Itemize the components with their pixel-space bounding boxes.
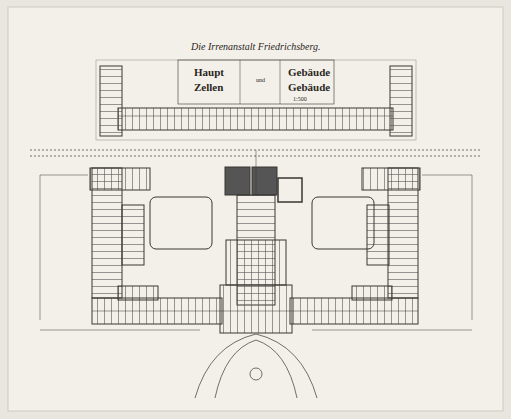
plan-label: Gebäude [288, 67, 330, 78]
plan-label: und [256, 77, 265, 83]
plan-label: 1:500 [293, 96, 307, 102]
plan-title: Die Irrenanstalt Friedrichsberg. [191, 42, 321, 52]
plan-label: Zellen [194, 82, 223, 93]
plan-label: Haupt [194, 67, 224, 78]
plan-label: Gebäude [288, 82, 330, 93]
